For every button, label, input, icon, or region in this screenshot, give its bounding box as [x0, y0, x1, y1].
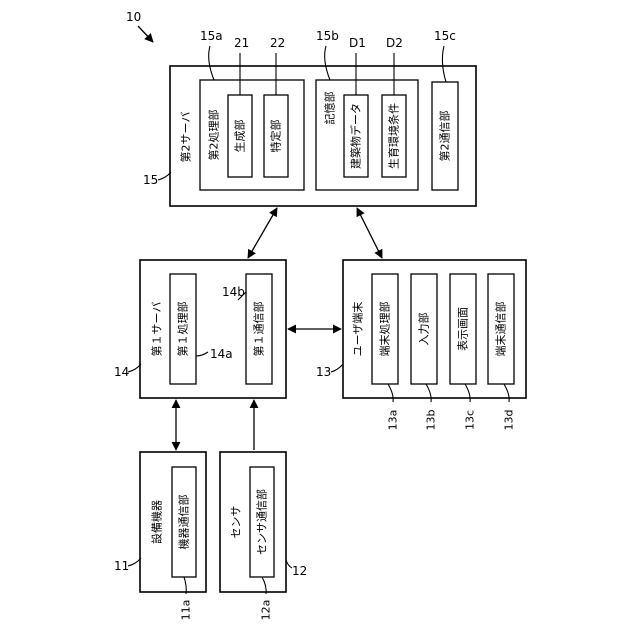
display-screen-label: 表示画面 — [456, 307, 470, 351]
growth-conditions-label: 生育環境条件 — [387, 103, 401, 169]
sensor-label: センサ — [230, 506, 243, 539]
generation-unit-ref: 21 — [234, 36, 249, 50]
first-server-ref: 14 — [114, 365, 129, 379]
second-server-leader — [158, 172, 171, 180]
terminal-communication-ref: 13d — [503, 410, 516, 431]
determination-unit-label: 特定部 — [269, 120, 283, 153]
equipment-communication-ref: 11a — [180, 600, 193, 621]
sensor-ref: 12 — [292, 564, 307, 578]
growth-conditions-ref: D2 — [386, 36, 403, 50]
first-server-leader — [128, 364, 141, 372]
storage-label: 記憶部 — [323, 92, 337, 125]
first-processing-ref: 14a — [210, 347, 233, 361]
second-processing-ref: 15a — [200, 29, 223, 43]
first-communication-label: 第１通信部 — [252, 302, 266, 357]
first-server-label: 第１サーバ — [150, 302, 164, 357]
building-data-ref: D1 — [349, 36, 366, 50]
terminal-processing-ref: 13a — [387, 410, 400, 431]
second-communication-label: 第2通信部 — [438, 111, 452, 162]
user-terminal-leader — [331, 364, 343, 372]
second-server-ref: 15 — [143, 173, 158, 187]
display-screen-ref: 13c — [464, 410, 477, 430]
terminal-processing-label: 端末処理部 — [378, 302, 392, 357]
equipment-communication-label: 機器通信部 — [177, 495, 191, 550]
equipment-ref: 11 — [114, 559, 129, 573]
building-data-label: 建築物データ — [349, 103, 363, 169]
sensor-communication-ref: 12a — [260, 600, 273, 621]
second-server-label: 第2サーバ — [179, 112, 193, 163]
user-terminal-label: ユーザ端末 — [351, 302, 365, 357]
second-processing-label: 第2処理部 — [207, 110, 221, 161]
connection-second-server-user-terminal — [357, 208, 382, 258]
determination-unit-ref: 22 — [270, 36, 285, 50]
figure-ref-label: 10 — [126, 10, 141, 24]
figure-ref-arrow — [138, 26, 153, 42]
equipment-label: 設備機器 — [150, 500, 164, 544]
user-terminal-ref: 13 — [316, 365, 331, 379]
terminal-communication-label: 端末通信部 — [494, 302, 508, 357]
equipment-leader — [128, 558, 141, 566]
input-unit-ref: 13b — [425, 409, 438, 430]
storage-ref: 15b — [316, 29, 339, 43]
second-communication-ref: 15c — [434, 29, 456, 43]
first-processing-label: 第１処理部 — [176, 302, 190, 357]
input-unit-label: 入力部 — [417, 313, 431, 346]
generation-unit-label: 生成部 — [233, 120, 247, 153]
connection-second-server-first-server — [248, 208, 277, 258]
sensor-communication-label: センサ通信部 — [255, 489, 269, 555]
